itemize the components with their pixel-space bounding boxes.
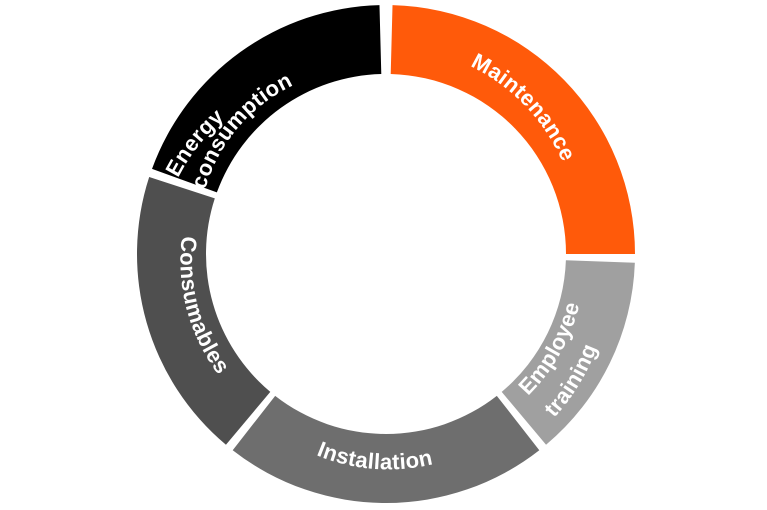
ring-segment-energy-consumption <box>152 5 382 193</box>
ring-segment-employee-training <box>501 260 635 445</box>
ring-segment-maintenance <box>390 5 635 254</box>
ring-segment-consumables <box>136 177 271 445</box>
ring-segment-installation <box>232 395 540 503</box>
